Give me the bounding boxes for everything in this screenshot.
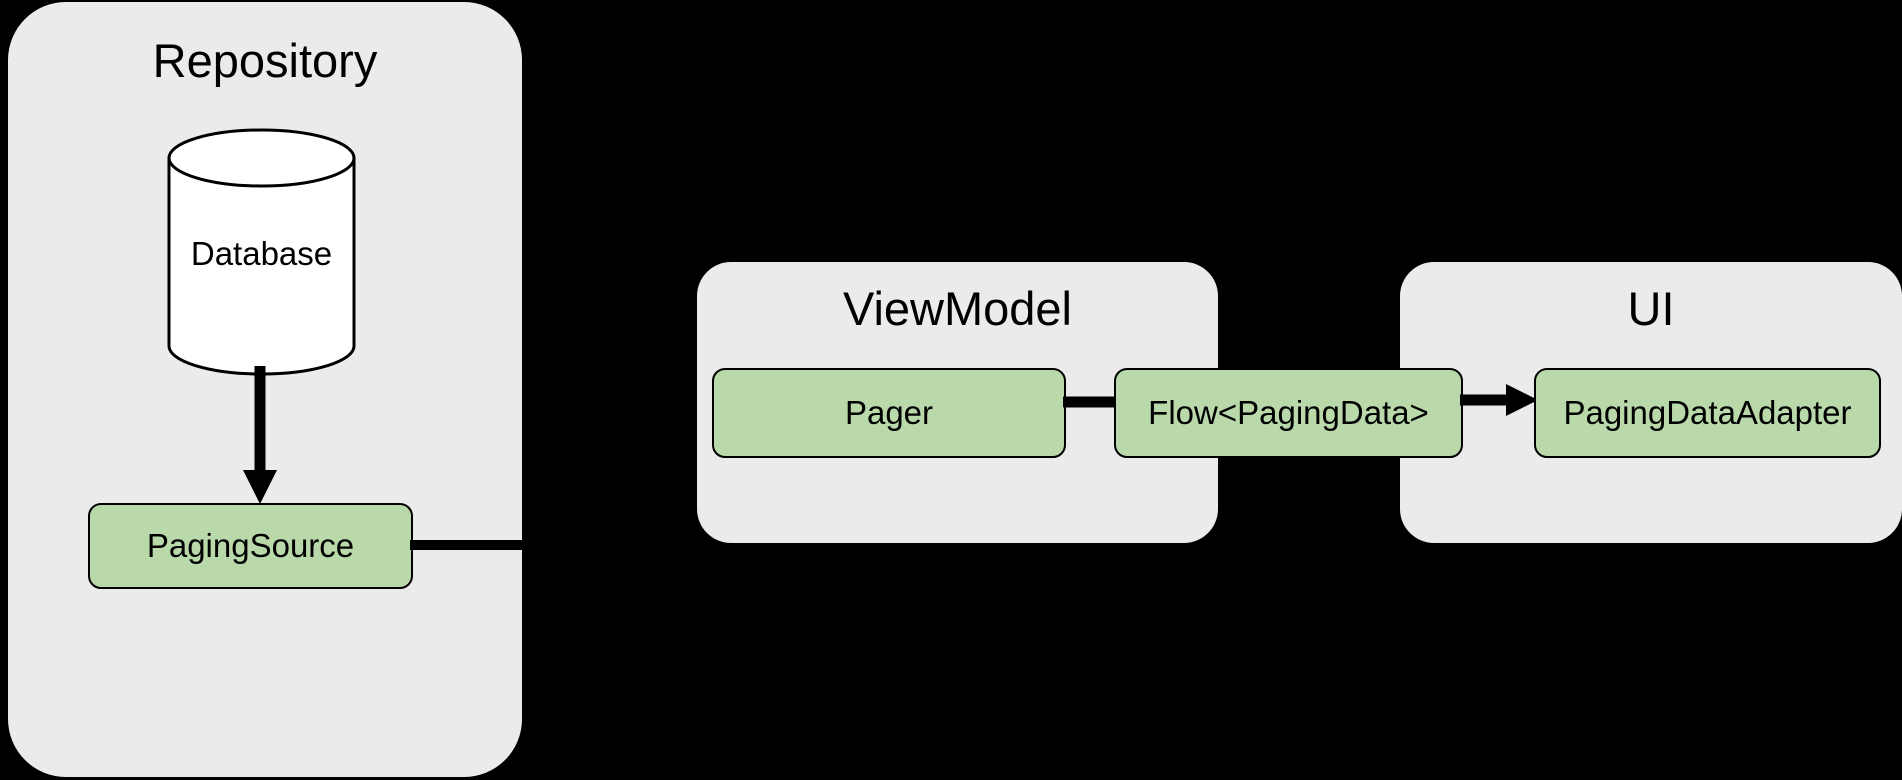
edge-flow-to-pagingdataadapter xyxy=(1460,378,1540,422)
connector-line xyxy=(410,540,526,550)
node-database-label: Database xyxy=(190,235,333,272)
panel-title-viewmodel: ViewModel xyxy=(842,282,1073,335)
node-pager[interactable]: Pager xyxy=(712,368,1066,458)
node-flow-pagingdata[interactable]: Flow<PagingData> xyxy=(1114,368,1463,458)
edge-pagingsource-to-pager-segment xyxy=(410,537,526,553)
node-database[interactable]: Database xyxy=(167,128,356,376)
cylinder-shape xyxy=(167,128,356,376)
node-paging-data-adapter-label: PagingDataAdapter xyxy=(1563,394,1852,431)
connector-line xyxy=(1063,396,1117,408)
edge-pager-to-flow xyxy=(1063,394,1117,410)
arrow-down-icon xyxy=(243,366,277,504)
node-paging-data-adapter[interactable]: PagingDataAdapter xyxy=(1534,368,1881,458)
node-pager-label: Pager xyxy=(844,394,934,431)
node-paging-source-label: PagingSource xyxy=(146,527,355,564)
panel-title-repository: Repository xyxy=(152,34,378,87)
edge-database-to-pagingsource xyxy=(240,366,280,506)
panel-title-ui: UI xyxy=(1627,282,1675,335)
arrow-right-icon xyxy=(1460,384,1538,416)
node-paging-source[interactable]: PagingSource xyxy=(88,503,413,589)
node-flow-pagingdata-label: Flow<PagingData> xyxy=(1148,394,1429,431)
